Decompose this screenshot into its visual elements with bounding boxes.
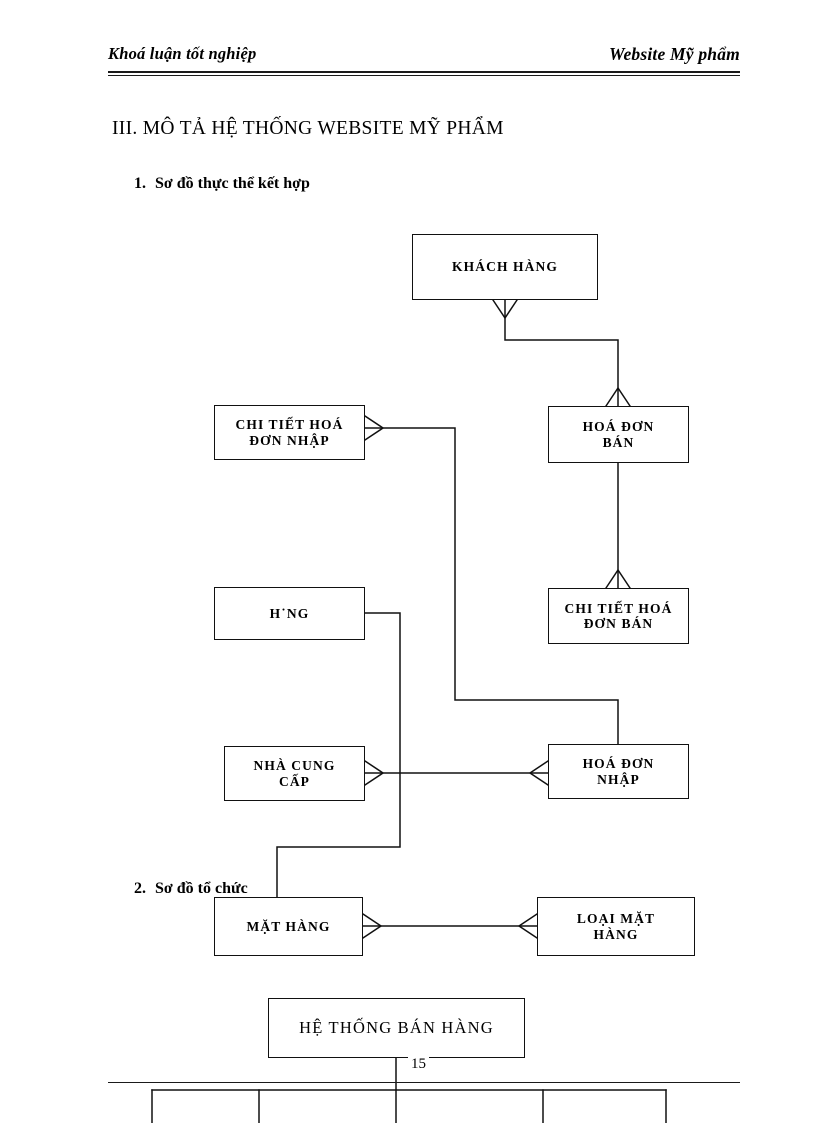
subheading-1-number: 1.: [134, 175, 146, 192]
er-entity-nha-cung-cap[interactable]: NHÀ CUNG CẤP: [224, 746, 365, 801]
er-entity-label: MẶT HÀNG: [246, 918, 331, 934]
subheading-2-text: Sơ đồ tổ chức: [155, 880, 248, 897]
page-number: 15: [408, 1056, 429, 1073]
header-rule-thick: [108, 71, 740, 73]
er-entity-label: KHÁCH HÀNG: [452, 259, 558, 275]
footer-rule: [108, 1082, 740, 1083]
running-header: Khoá luận tốt nghiệp Website Mỹ phẩm: [108, 44, 740, 78]
header-right-title: Website Mỹ phẩm: [608, 44, 740, 64]
er-entity-label: CHI TIẾT HOÁ ĐƠN NHẬP: [235, 417, 344, 448]
er-entity-label: CHI TIẾT HOÁ ĐƠN BÁN: [564, 600, 673, 631]
section-heading: III. MÔ TẢ HỆ THỐNG WEBSITE MỸ PHẨM: [112, 118, 504, 139]
header-left-title: Khoá luận tốt nghiệp: [108, 44, 257, 63]
header-rule-thin: [108, 75, 740, 76]
subheading-so-do-thuc-the-ket-hop: 1. Sơ đồ thực thể kết hợp: [134, 175, 310, 193]
er-entity-label: LOẠI MẶT HÀNG: [576, 911, 656, 942]
er-entity-label: HOÁ ĐƠN NHẬP: [582, 756, 655, 787]
er-entity-chi-tiet-hoa-don-ban[interactable]: CHI TIẾT HOÁ ĐƠN BÁN: [548, 588, 689, 644]
er-entity-khach-hang[interactable]: KHÁCH HÀNG: [412, 234, 598, 300]
org-node-he-thong-ban-hang[interactable]: HỆ THỐNG BÁN HÀNG: [268, 998, 525, 1058]
subheading-1-text: Sơ đồ thực thể kết hợp: [155, 175, 310, 192]
subheading-2-number: 2.: [134, 880, 146, 897]
er-entity-label: H˙NG: [269, 605, 310, 621]
er-entity-loai-mat-hang[interactable]: LOẠI MẶT HÀNG: [537, 897, 695, 956]
er-entity-hoa-don-nhap[interactable]: HOÁ ĐƠN NHẬP: [548, 744, 689, 799]
org-node-label: HỆ THỐNG BÁN HÀNG: [299, 1017, 494, 1037]
subheading-so-do-to-chuc: 2. Sơ đồ tổ chức: [134, 880, 248, 898]
er-entity-chi-tiet-hoa-don-nhap[interactable]: CHI TIẾT HOÁ ĐƠN NHẬP: [214, 405, 365, 460]
er-entity-hang[interactable]: H˙NG: [214, 587, 365, 640]
er-entity-label: NHÀ CUNG CẤP: [253, 758, 336, 789]
er-entity-hoa-don-ban[interactable]: HOÁ ĐƠN BÁN: [548, 406, 689, 463]
er-entity-label: HOÁ ĐƠN BÁN: [582, 419, 655, 450]
er-entity-mat-hang[interactable]: MẶT HÀNG: [214, 897, 363, 956]
